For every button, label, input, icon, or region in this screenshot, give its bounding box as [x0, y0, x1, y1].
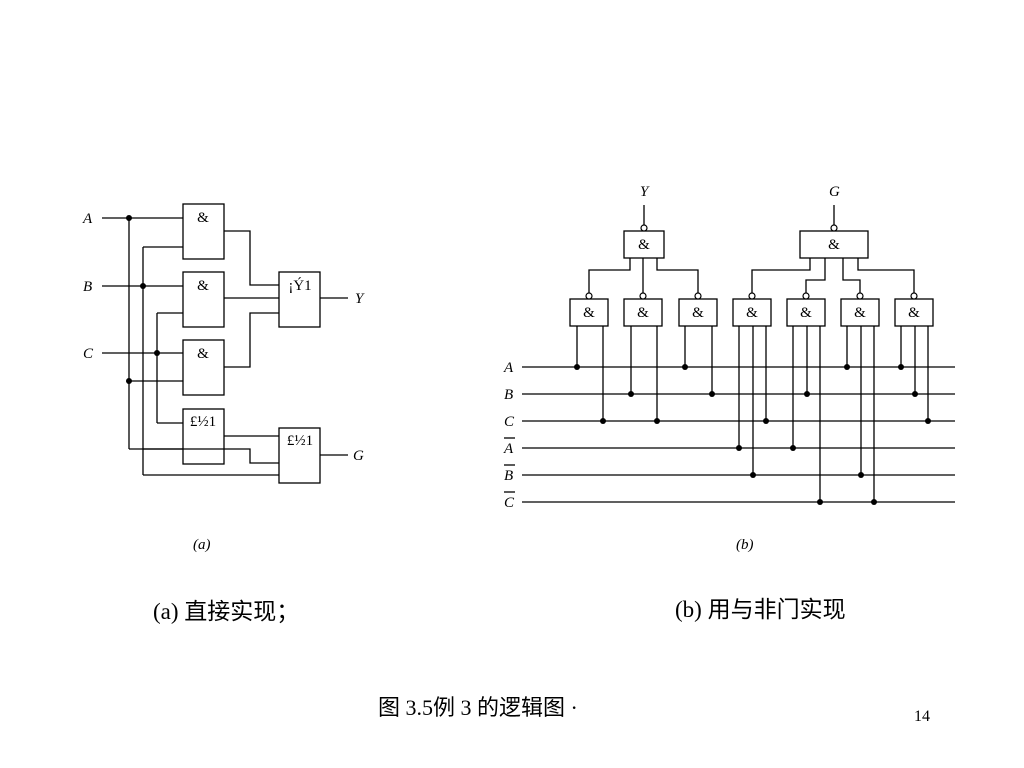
- rail-label-b-bar: B: [504, 468, 513, 484]
- rail-label-a: A: [503, 360, 514, 376]
- nand-gate-g-label: &: [828, 237, 840, 253]
- rail-label-c: C: [504, 414, 515, 430]
- subfigure-label-b: (b): [736, 537, 754, 553]
- output-label-y-a: Y: [355, 291, 365, 307]
- output-label-g-b: G: [829, 184, 840, 200]
- nand-gate-3-label: &: [692, 305, 704, 321]
- nand-gate-3: [678, 298, 718, 327]
- nand-gate-7-label: &: [908, 305, 920, 321]
- nand-inputs: [574, 326, 931, 505]
- equality-gate-a1-label: £½1: [190, 414, 216, 430]
- nand-gate-y-label: &: [638, 237, 650, 253]
- rail-label-a-bar: A: [503, 441, 514, 457]
- nand-gate-1: [569, 298, 609, 327]
- equality-gate-a2-label: £½1: [287, 433, 313, 449]
- and-gate-a1-label: &: [197, 210, 209, 226]
- output-label-g-a: G: [353, 448, 364, 464]
- nand-row: & & & & & & &: [569, 292, 934, 327]
- nand-gate-6-label: &: [854, 305, 866, 321]
- nand-gate-4-label: &: [746, 305, 758, 321]
- and-gate-a2-label: &: [197, 278, 209, 294]
- rail-label-b: B: [504, 387, 513, 403]
- logic-diagram-b: A B C A B C & & & & &: [503, 184, 955, 553]
- nand-gate-6: [840, 298, 880, 327]
- and-gate-a3-label: &: [197, 346, 209, 362]
- and-gate-a2: [182, 271, 225, 328]
- output-label-y-b: Y: [640, 184, 650, 200]
- nand-interconnect: [588, 258, 915, 293]
- output-nand-gates: & Y & G: [623, 184, 869, 259]
- equality-gate-a1: [182, 408, 225, 465]
- input-label-c: C: [83, 346, 94, 362]
- subfigure-label-a: (a): [193, 537, 211, 553]
- input-label-a: A: [82, 211, 93, 227]
- page-number: 14: [914, 708, 930, 725]
- nand-gate-g: [799, 230, 869, 259]
- caption-b: (b) 用与非门实现: [675, 597, 846, 622]
- nand-gate-7: [894, 298, 934, 327]
- or-gate-a-label: ¡Ý1: [288, 277, 311, 294]
- logic-diagram-a: A B C & & & £½1: [82, 203, 365, 553]
- nand-gate-4: [732, 298, 772, 327]
- rail-label-c-bar: C: [504, 495, 515, 511]
- figure-title: 图 3.5例 3 的逻辑图 ·: [378, 695, 578, 720]
- input-label-b: B: [83, 279, 92, 295]
- caption-a: (a) 直接实现；: [153, 599, 300, 624]
- and-gate-a1: [182, 203, 225, 260]
- nand-gate-1-label: &: [583, 305, 595, 321]
- equality-gate-a2: [278, 427, 321, 484]
- nand-gate-5-label: &: [800, 305, 812, 321]
- or-gate-a: [278, 271, 321, 328]
- input-rails: A B C A B C: [503, 360, 955, 511]
- nand-gate-2-label: &: [637, 305, 649, 321]
